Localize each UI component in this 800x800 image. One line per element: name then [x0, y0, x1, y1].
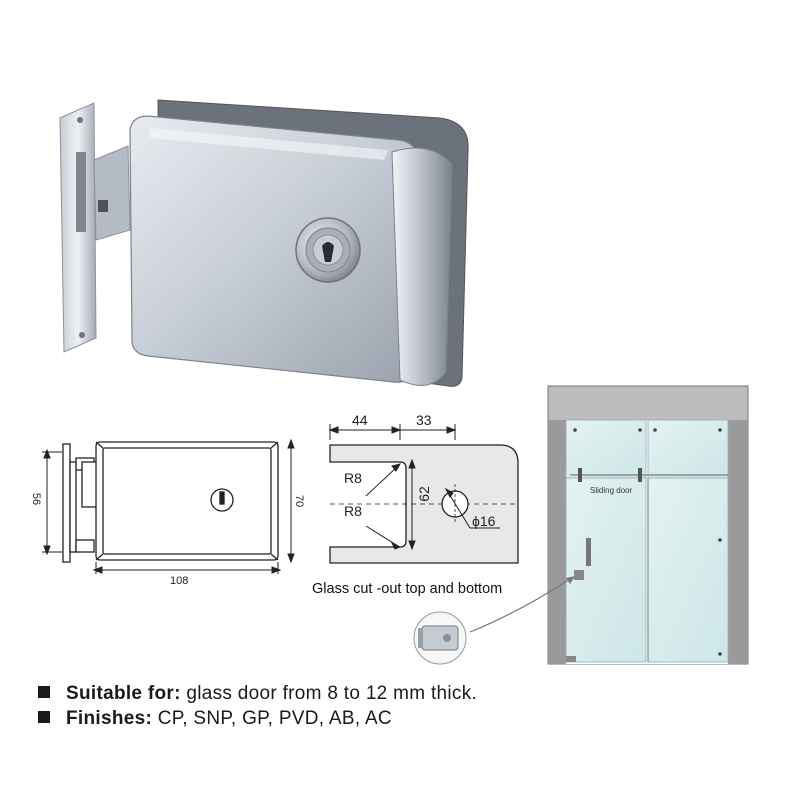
dim-44: 44	[352, 412, 368, 428]
dim-56: 56	[30, 492, 43, 506]
front-drawing	[62, 441, 279, 563]
spec-suitable: Suitable for: glass door from 8 to 12 mm…	[38, 683, 477, 705]
front-dimensions	[42, 438, 295, 574]
spec-text: CP, SNP, GP, PVD, AB, AC	[152, 708, 392, 729]
spec-text: glass door from 8 to 12 mm thick.	[180, 683, 478, 704]
radius-top: R8	[344, 470, 362, 486]
spec-label: Finishes:	[66, 708, 153, 729]
cutout-caption: Glass cut -out top and bottom	[312, 581, 503, 597]
sliding-door-label: Sliding door	[590, 486, 633, 495]
dim-108: 108	[170, 575, 189, 587]
spec-label: Suitable for:	[66, 683, 181, 704]
lock-body	[129, 115, 453, 386]
strike-plate	[59, 102, 131, 353]
dim-70: 70	[293, 494, 306, 508]
cutout-dimensions	[328, 424, 500, 551]
hole-diameter: ϕ16	[472, 513, 496, 529]
radius-bottom: R8	[344, 503, 362, 519]
key-cylinder-icon	[295, 217, 361, 283]
dim-62: 62	[415, 486, 432, 502]
dim-33: 33	[416, 412, 432, 428]
bullet-icon	[38, 711, 50, 723]
detail-callout	[413, 576, 575, 665]
install-diagram	[547, 385, 749, 665]
spec-finishes: Finishes: CP, SNP, GP, PVD, AB, AC	[38, 708, 392, 730]
bullet-icon	[38, 686, 50, 698]
